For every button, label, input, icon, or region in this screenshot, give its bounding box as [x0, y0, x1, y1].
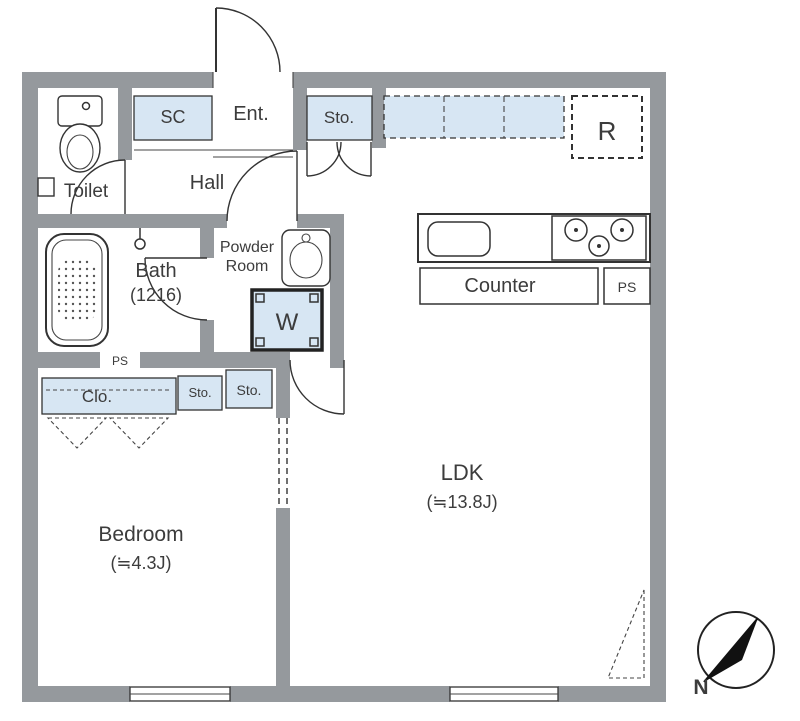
- pipe-space-kitchen-label: PS: [618, 279, 637, 295]
- bathtub: [45, 228, 146, 347]
- bath-faucet-icon: [134, 238, 146, 250]
- wall-hall-bath-a: [38, 214, 227, 228]
- bath-size-label: (1216): [130, 285, 182, 305]
- washer-corner: [309, 337, 319, 347]
- burner-center: [597, 244, 601, 248]
- wall-room-divider-top: [276, 368, 290, 418]
- washer-label: W: [276, 309, 299, 336]
- shoe-closet-label: SC: [160, 107, 185, 127]
- burner-center: [620, 228, 624, 232]
- entrance-door-arc: [215, 7, 281, 73]
- ldk-label: LDK: [441, 460, 484, 485]
- toilet-bowl: [59, 123, 101, 173]
- compass: N: [693, 611, 775, 699]
- toilet-tank: [57, 95, 103, 127]
- counter-front: [419, 267, 599, 305]
- wall-storage-divider: [372, 88, 386, 148]
- toilet-label: Toilet: [64, 181, 109, 202]
- ldk-door-arc: [289, 359, 345, 415]
- wall-room-divider-bottom: [276, 508, 290, 686]
- hall-label: Hall: [190, 172, 224, 194]
- wall-hall-bath-b: [297, 214, 344, 228]
- bathtub-outer: [45, 233, 109, 347]
- sink-tap-icon: [301, 233, 311, 243]
- dashed-corner-area: [607, 589, 645, 679]
- stove-outline: [551, 215, 647, 261]
- storage-top-box: [306, 95, 373, 141]
- burner-center: [574, 228, 578, 232]
- compass-needle-edge: [703, 617, 759, 683]
- wall-toilet-right: [118, 88, 132, 160]
- pipe-space-kitchen-box: [603, 267, 651, 305]
- pipe-space-bath-box: [100, 352, 140, 368]
- washer-corner: [255, 293, 265, 303]
- washer-corner: [309, 293, 319, 303]
- closet-hanger-symbols: [46, 417, 170, 449]
- closet-label: Clo.: [82, 387, 112, 406]
- wall-segment: [558, 686, 666, 702]
- bathtub-texture: [58, 260, 96, 322]
- compass-north-label: N: [693, 676, 708, 699]
- bath-label: Bath: [135, 260, 176, 282]
- wall-entrance-divider: [293, 88, 307, 150]
- storage-door-arc: [306, 141, 342, 177]
- powder-room-label-2: Room: [226, 258, 269, 275]
- hanger-icon: [108, 417, 170, 449]
- hanger-icon: [46, 417, 108, 449]
- toilet-bowl-inner: [66, 134, 94, 170]
- powder-room-label-1: Powder: [220, 239, 275, 256]
- wall-bath-right-a: [200, 228, 214, 258]
- closet-box: [41, 377, 177, 415]
- wall-segment: [22, 686, 130, 702]
- windows: [129, 686, 559, 702]
- washing-machine-pan: [250, 288, 324, 352]
- storage-mid-left-box: [177, 375, 223, 411]
- storage-top-label: Sto.: [324, 108, 354, 127]
- paper-holder: [37, 177, 55, 197]
- storage-door-arc: [336, 141, 372, 177]
- toilet-button: [81, 101, 91, 111]
- wall-segment: [230, 686, 450, 702]
- wall-powder-right: [330, 228, 344, 368]
- refrigerator-label: R: [598, 116, 617, 146]
- refrigerator-space: [571, 95, 643, 159]
- bedroom-size-label: (≒4.3J): [110, 553, 171, 573]
- walls: [22, 72, 666, 702]
- counter-label: Counter: [464, 275, 535, 297]
- kitchen: [417, 95, 651, 305]
- bathtub-inner: [51, 239, 103, 341]
- pipe-space-bath-label: PS: [112, 354, 128, 368]
- burner-icon: [564, 218, 588, 242]
- labels: Toilet SC Ent. Sto. Hall Bath (1216) PS …: [64, 103, 637, 573]
- kitchen-cabinet-strip: [383, 95, 565, 139]
- doors: [70, 7, 372, 508]
- storage-mid-right-label: Sto.: [237, 382, 262, 398]
- wall-segment: [293, 72, 666, 88]
- wall-segment: [22, 72, 213, 88]
- vanity-sink: [281, 229, 331, 287]
- wall-segment: [650, 72, 666, 702]
- toilet-fixture: [37, 95, 103, 197]
- bath-door-arc: [144, 257, 208, 321]
- toilet-door-arc: [70, 159, 126, 215]
- burner-icon: [588, 235, 610, 257]
- storage-mid-left-label: Sto.: [188, 385, 211, 400]
- shoe-closet-box: [133, 95, 213, 141]
- wall-bath-right-b: [200, 320, 214, 352]
- wall-lower-band: [38, 352, 290, 368]
- storage-mid-right-box: [225, 369, 273, 409]
- kitchen-sink: [427, 221, 491, 257]
- storage-areas: [41, 95, 565, 415]
- wall-segment: [22, 72, 38, 702]
- washer-corner: [255, 337, 265, 347]
- entrance-label: Ent.: [233, 103, 269, 125]
- ldk-size-label: (≒13.8J): [426, 492, 497, 512]
- bedroom-label: Bedroom: [98, 523, 183, 546]
- hall-door-arc: [226, 150, 298, 222]
- burner-icon: [610, 218, 634, 242]
